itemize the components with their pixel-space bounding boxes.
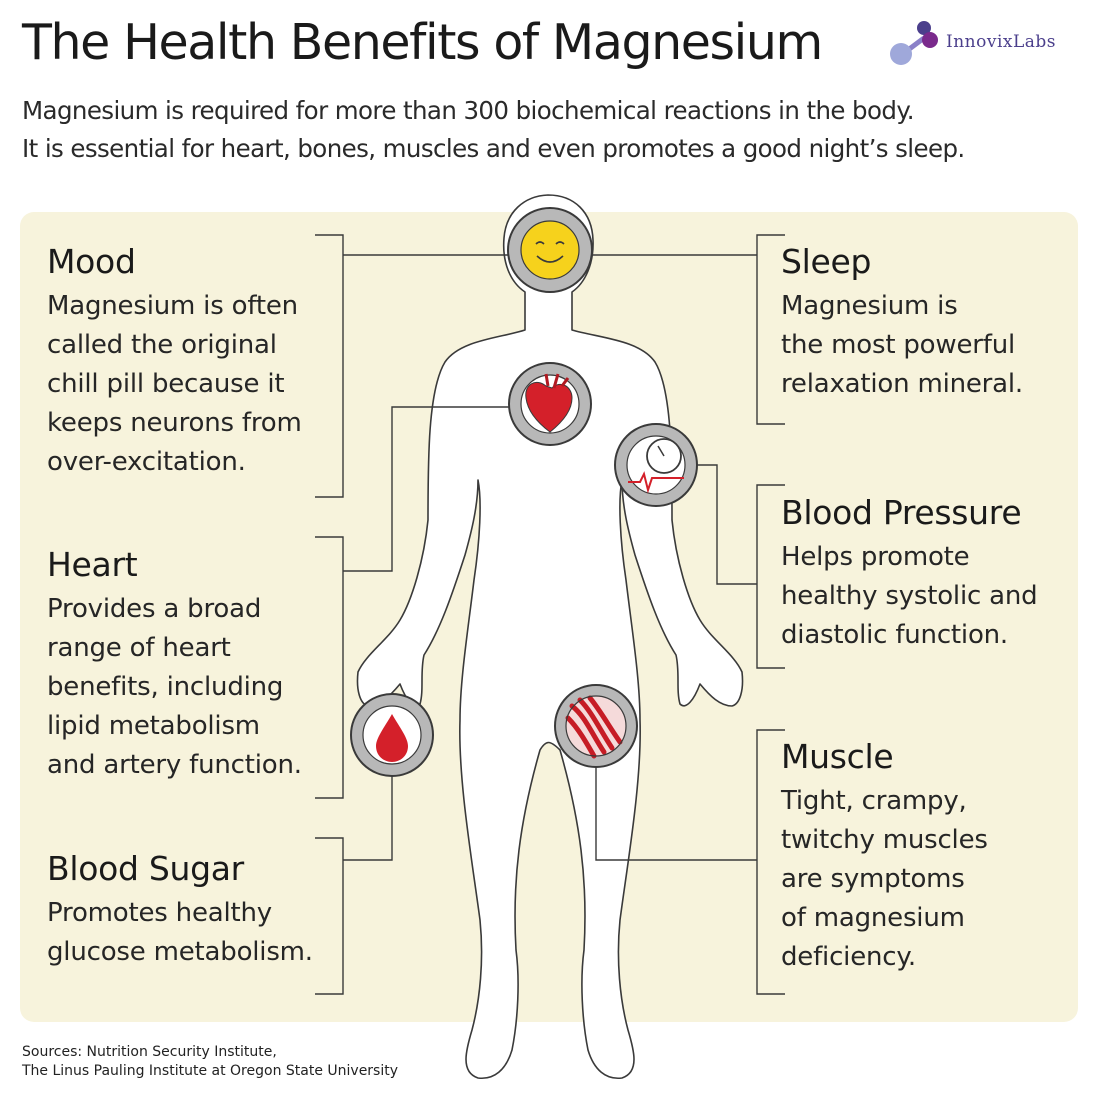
molecule-logo-icon bbox=[890, 21, 938, 65]
blood-pressure-line: diastolic function. bbox=[781, 620, 1008, 650]
blood-pressure-heading: Blood Pressure bbox=[781, 493, 1022, 532]
heart-description: Provides a broad range of heart benefits… bbox=[47, 590, 302, 785]
connector-lines bbox=[315, 234, 785, 995]
subtitle: Magnesium is required for more than 300 … bbox=[22, 92, 965, 168]
sources-note: Sources: Nutrition Security Institute, T… bbox=[22, 1043, 398, 1081]
subtitle-line: It is essential for heart, bones, muscle… bbox=[22, 134, 965, 163]
blood-sugar-line: Promotes healthy bbox=[47, 898, 272, 928]
sources-line: The Linus Pauling Institute at Oregon St… bbox=[22, 1063, 399, 1079]
mood-description: Magnesium is often called the original c… bbox=[47, 287, 302, 482]
blood-pressure-line: Helps promote bbox=[781, 542, 970, 572]
heart-heading: Heart bbox=[47, 545, 138, 584]
blood-sugar-description: Promotes healthy glucose metabolism. bbox=[47, 894, 313, 972]
muscle-line: deficiency. bbox=[781, 942, 916, 972]
muscle-description: Tight, crampy, twitchy muscles are sympt… bbox=[781, 782, 988, 977]
heart-line: benefits, including bbox=[47, 672, 284, 702]
mood-benefit: Mood Magnesium is often called the origi… bbox=[47, 242, 302, 482]
muscle-line: Tight, crampy, bbox=[781, 786, 967, 816]
blood-pressure-description: Helps promote healthy systolic and diast… bbox=[781, 538, 1038, 655]
blood-pressure-line: healthy systolic and bbox=[781, 581, 1038, 611]
muscle-line: of magnesium bbox=[781, 903, 965, 933]
blood-pressure-connector bbox=[697, 464, 785, 669]
heart-connector bbox=[315, 406, 510, 799]
heart-line: Provides a broad bbox=[47, 594, 262, 624]
blood-sugar-connector bbox=[315, 770, 393, 995]
sleep-description: Magnesium is the most powerful relaxatio… bbox=[781, 287, 1023, 404]
mood-line: Magnesium is often bbox=[47, 291, 298, 321]
sleep-line: relaxation mineral. bbox=[781, 369, 1023, 399]
sleep-line: the most powerful bbox=[781, 330, 1015, 360]
heart-benefit: Heart Provides a broad range of heart be… bbox=[47, 545, 302, 785]
mood-line: over-excitation. bbox=[47, 447, 246, 477]
muscle-line: are symptoms bbox=[781, 864, 965, 894]
muscle-connector bbox=[595, 729, 785, 995]
sources-line: Sources: Nutrition Security Institute, bbox=[22, 1044, 277, 1060]
muscle-line: twitchy muscles bbox=[781, 825, 988, 855]
logo-text: InnovixLabs bbox=[946, 32, 1057, 52]
sleep-line: Magnesium is bbox=[781, 291, 958, 321]
blood-sugar-heading: Blood Sugar bbox=[47, 849, 244, 888]
sleep-heading: Sleep bbox=[781, 242, 872, 281]
blood-sugar-line: glucose metabolism. bbox=[47, 937, 313, 967]
muscle-fiber-icon bbox=[554, 684, 638, 768]
blood-drop-icon bbox=[350, 693, 434, 777]
mood-heading: Mood bbox=[47, 242, 136, 281]
mood-line: chill pill because it bbox=[47, 369, 285, 399]
mood-connector bbox=[315, 234, 508, 498]
mood-line: called the original bbox=[47, 330, 277, 360]
human-body-outline bbox=[356, 194, 744, 1079]
muscle-heading: Muscle bbox=[781, 737, 894, 776]
heart-icon bbox=[508, 362, 592, 446]
blood-pressure-benefit: Blood Pressure Helps promote healthy sys… bbox=[781, 493, 1038, 655]
heart-line: lipid metabolism bbox=[47, 711, 260, 741]
blood-pressure-gauge-icon bbox=[614, 423, 698, 507]
subtitle-line: Magnesium is required for more than 300 … bbox=[22, 96, 915, 125]
innovixlabs-logo: InnovixLabs bbox=[888, 18, 1088, 72]
heart-line: range of heart bbox=[47, 633, 231, 663]
sleep-connector bbox=[590, 234, 785, 425]
heart-line: and artery function. bbox=[47, 750, 302, 780]
sleep-benefit: Sleep Magnesium is the most powerful rel… bbox=[781, 242, 1023, 404]
blood-sugar-benefit: Blood Sugar Promotes healthy glucose met… bbox=[47, 849, 313, 972]
muscle-benefit: Muscle Tight, crampy, twitchy muscles ar… bbox=[781, 737, 988, 977]
mood-line: keeps neurons from bbox=[47, 408, 302, 438]
page-title: The Health Benefits of Magnesium bbox=[22, 14, 823, 71]
smiley-face-icon bbox=[507, 207, 593, 293]
